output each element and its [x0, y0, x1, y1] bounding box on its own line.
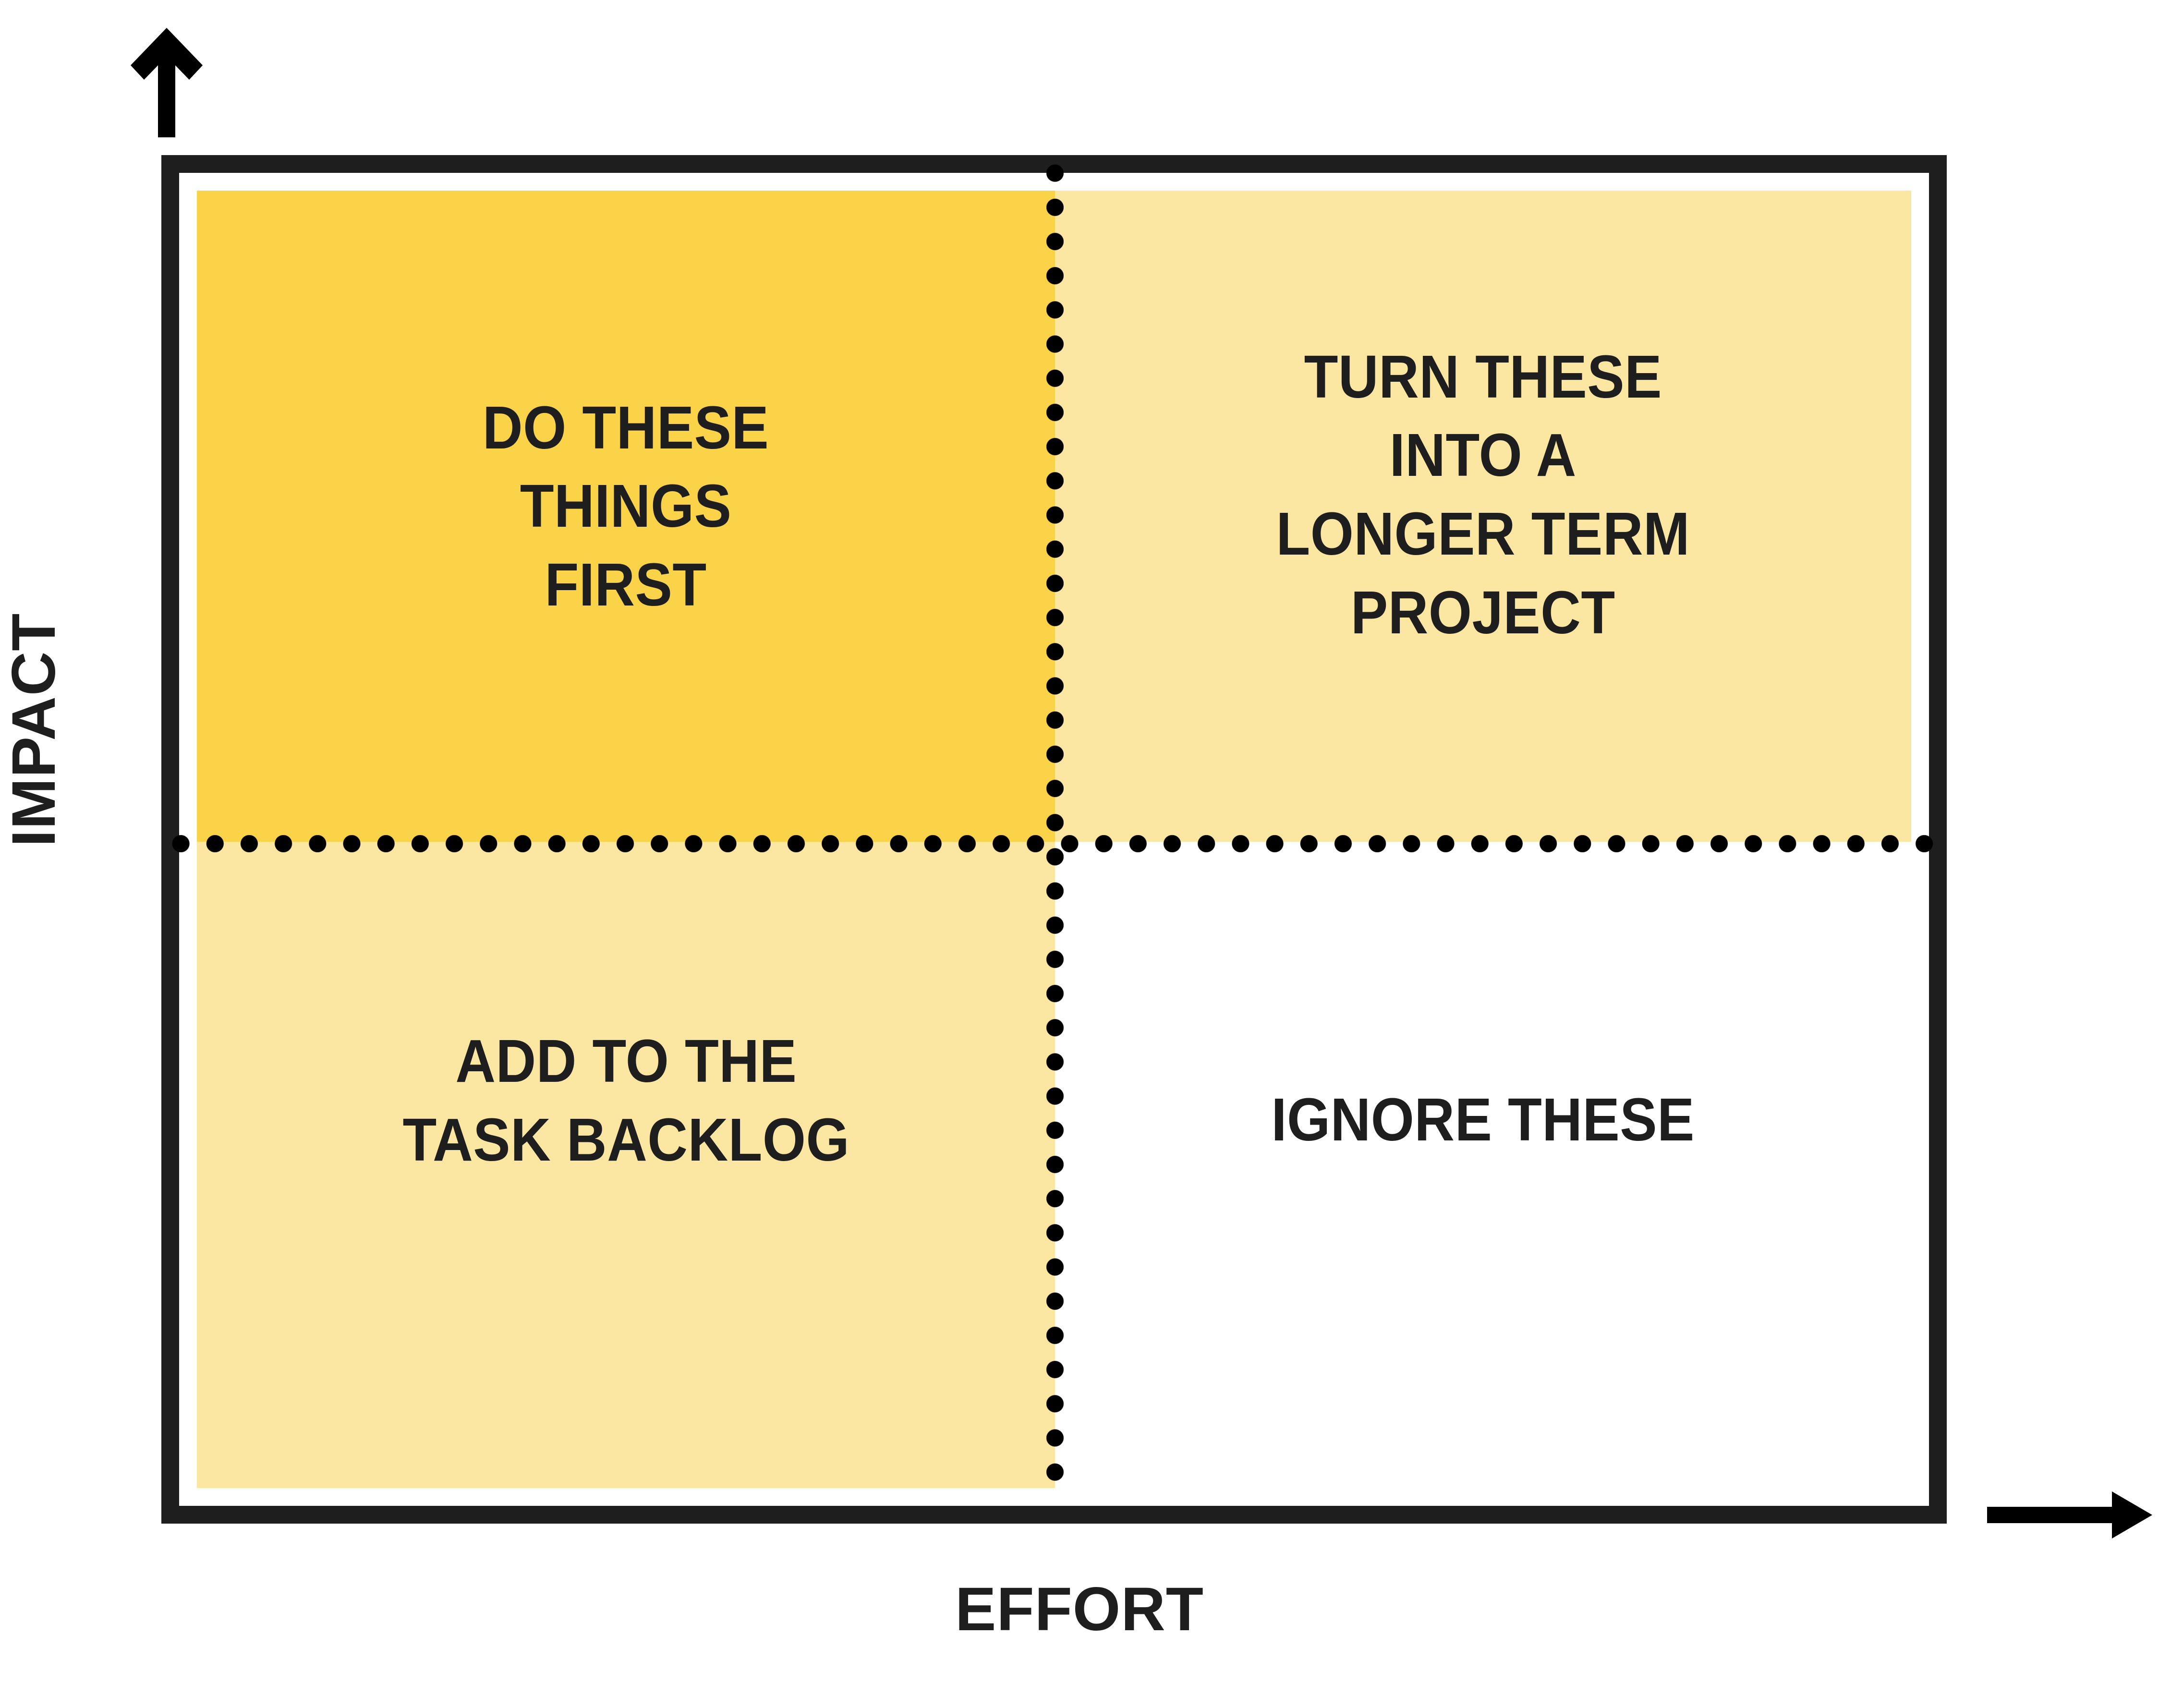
x-axis-label: EFFORT — [955, 1575, 1204, 1644]
y-axis-label: IMPACT — [0, 613, 68, 847]
quadrant-label: ADD TO THE TASK BACKLOG — [402, 1027, 849, 1174]
quadrant-do-these-things-first[interactable]: DO THESE THINGS FIRST — [197, 191, 1055, 842]
horizontal-dotted-divider — [164, 835, 1945, 852]
matrix-quadrant-grid: DO THESE THINGS FIRST TURN THESE INTO A … — [197, 191, 1911, 1488]
vertical-dotted-divider — [1046, 156, 1064, 1496]
quadrant-turn-into-longer-term-project[interactable]: TURN THESE INTO A LONGER TERM PROJECT — [1055, 191, 1911, 842]
quadrant-add-to-task-backlog[interactable]: ADD TO THE TASK BACKLOG — [197, 842, 1055, 1488]
arrow-right-icon — [1983, 1484, 2156, 1546]
quadrant-label: IGNORE THESE — [1271, 1086, 1695, 1154]
arrow-up-icon — [126, 24, 207, 139]
quadrant-ignore-these[interactable]: IGNORE THESE — [1055, 842, 1911, 1488]
quadrant-label: TURN THESE INTO A LONGER TERM PROJECT — [1276, 342, 1690, 646]
quadrant-label: DO THESE THINGS FIRST — [483, 393, 769, 619]
